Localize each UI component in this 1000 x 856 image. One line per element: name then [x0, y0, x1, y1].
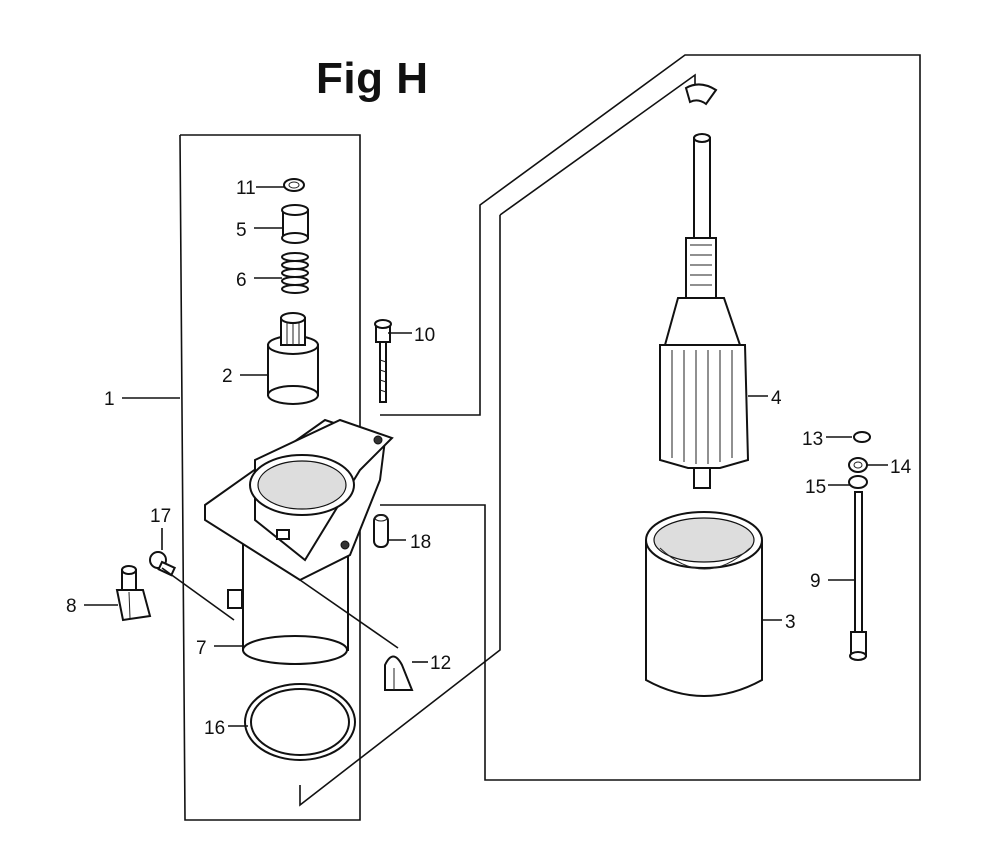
callout-8: 8: [66, 596, 77, 617]
callout-1: 1: [104, 389, 115, 410]
callout-2: 2: [222, 366, 233, 387]
part-6-spring: [281, 252, 309, 294]
part-15-washer: [848, 475, 868, 489]
callout-16: 16: [204, 718, 225, 739]
callout-15: 15: [805, 477, 826, 498]
assembly-bracket-right: [299, 54, 921, 807]
part-12-clip: [384, 655, 414, 691]
callout-17: 17: [150, 506, 171, 527]
part-2-pinion-gear: [267, 312, 319, 405]
part-7-starter-housing: [204, 418, 394, 665]
part-17-screw: [149, 551, 177, 577]
callout-12: 12: [430, 653, 451, 674]
callout-13: 13: [802, 429, 823, 450]
part-16-o-ring: [244, 683, 356, 761]
callout-10: 10: [414, 325, 435, 346]
callout-18: 18: [410, 532, 431, 553]
callout-7: 7: [196, 638, 207, 659]
callout-4: 4: [771, 388, 782, 409]
part-9-through-bolt: [849, 491, 867, 661]
callout-9: 9: [810, 571, 821, 592]
part-3-yoke: [645, 511, 763, 697]
callout-11: 11: [236, 178, 256, 199]
figure-title: Fig H: [316, 54, 429, 103]
leader-lines: [84, 186, 888, 727]
part-18-dowel: [373, 514, 389, 548]
callout-5: 5: [236, 220, 247, 241]
callout-labels: 1 2 3 4 5 6 7 8 9 10 11 12 13 14 15 16 1…: [66, 178, 912, 739]
part-13-nut: [853, 431, 871, 443]
part-4-armature: [659, 83, 750, 489]
callout-3: 3: [785, 612, 796, 633]
part-5-collar: [281, 204, 309, 244]
part-11-ring: [283, 178, 305, 192]
part-14-washer: [848, 457, 868, 473]
part-8-cable-end: [115, 565, 152, 622]
callout-6: 6: [236, 270, 247, 291]
callout-14: 14: [890, 457, 912, 478]
assembly-bracket-left: [179, 134, 361, 821]
